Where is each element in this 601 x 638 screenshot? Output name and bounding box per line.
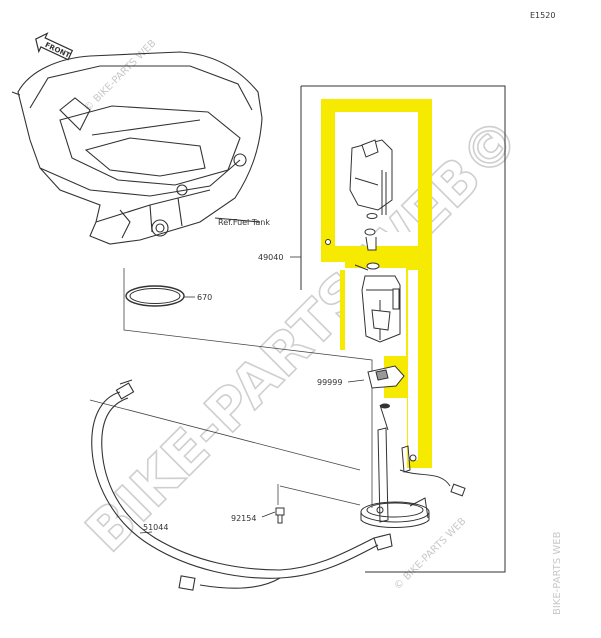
o-ring [380,403,390,409]
label-51044: 51044 [143,523,168,532]
guide-lines [89,268,373,508]
label-670: 670 [197,293,212,302]
label-ref-fuel-tank: Ref.Fuel Tank [218,218,270,227]
watermark-small-top: © BIKE-PARTS WEB [82,38,158,114]
label-92154: 92154 [231,514,256,523]
bolt-92154 [275,507,285,524]
outer-box-49040 [301,85,506,573]
fuel-hose-51044 [91,379,393,591]
watermark-small-right: BIKE-PARTS WEB [552,531,563,615]
pump-bracket-assembly [360,404,466,528]
diagram-code: E1520 [530,11,555,20]
label-49040: 49040 [258,253,283,262]
fuel-tank-drawing [11,51,263,245]
label-99999: 99999 [317,378,342,387]
fuel-pump-lower [354,262,401,343]
fuel-pump-upper [325,139,393,251]
gasket-ring-670 [125,285,185,307]
strainer-99999 [367,365,405,389]
